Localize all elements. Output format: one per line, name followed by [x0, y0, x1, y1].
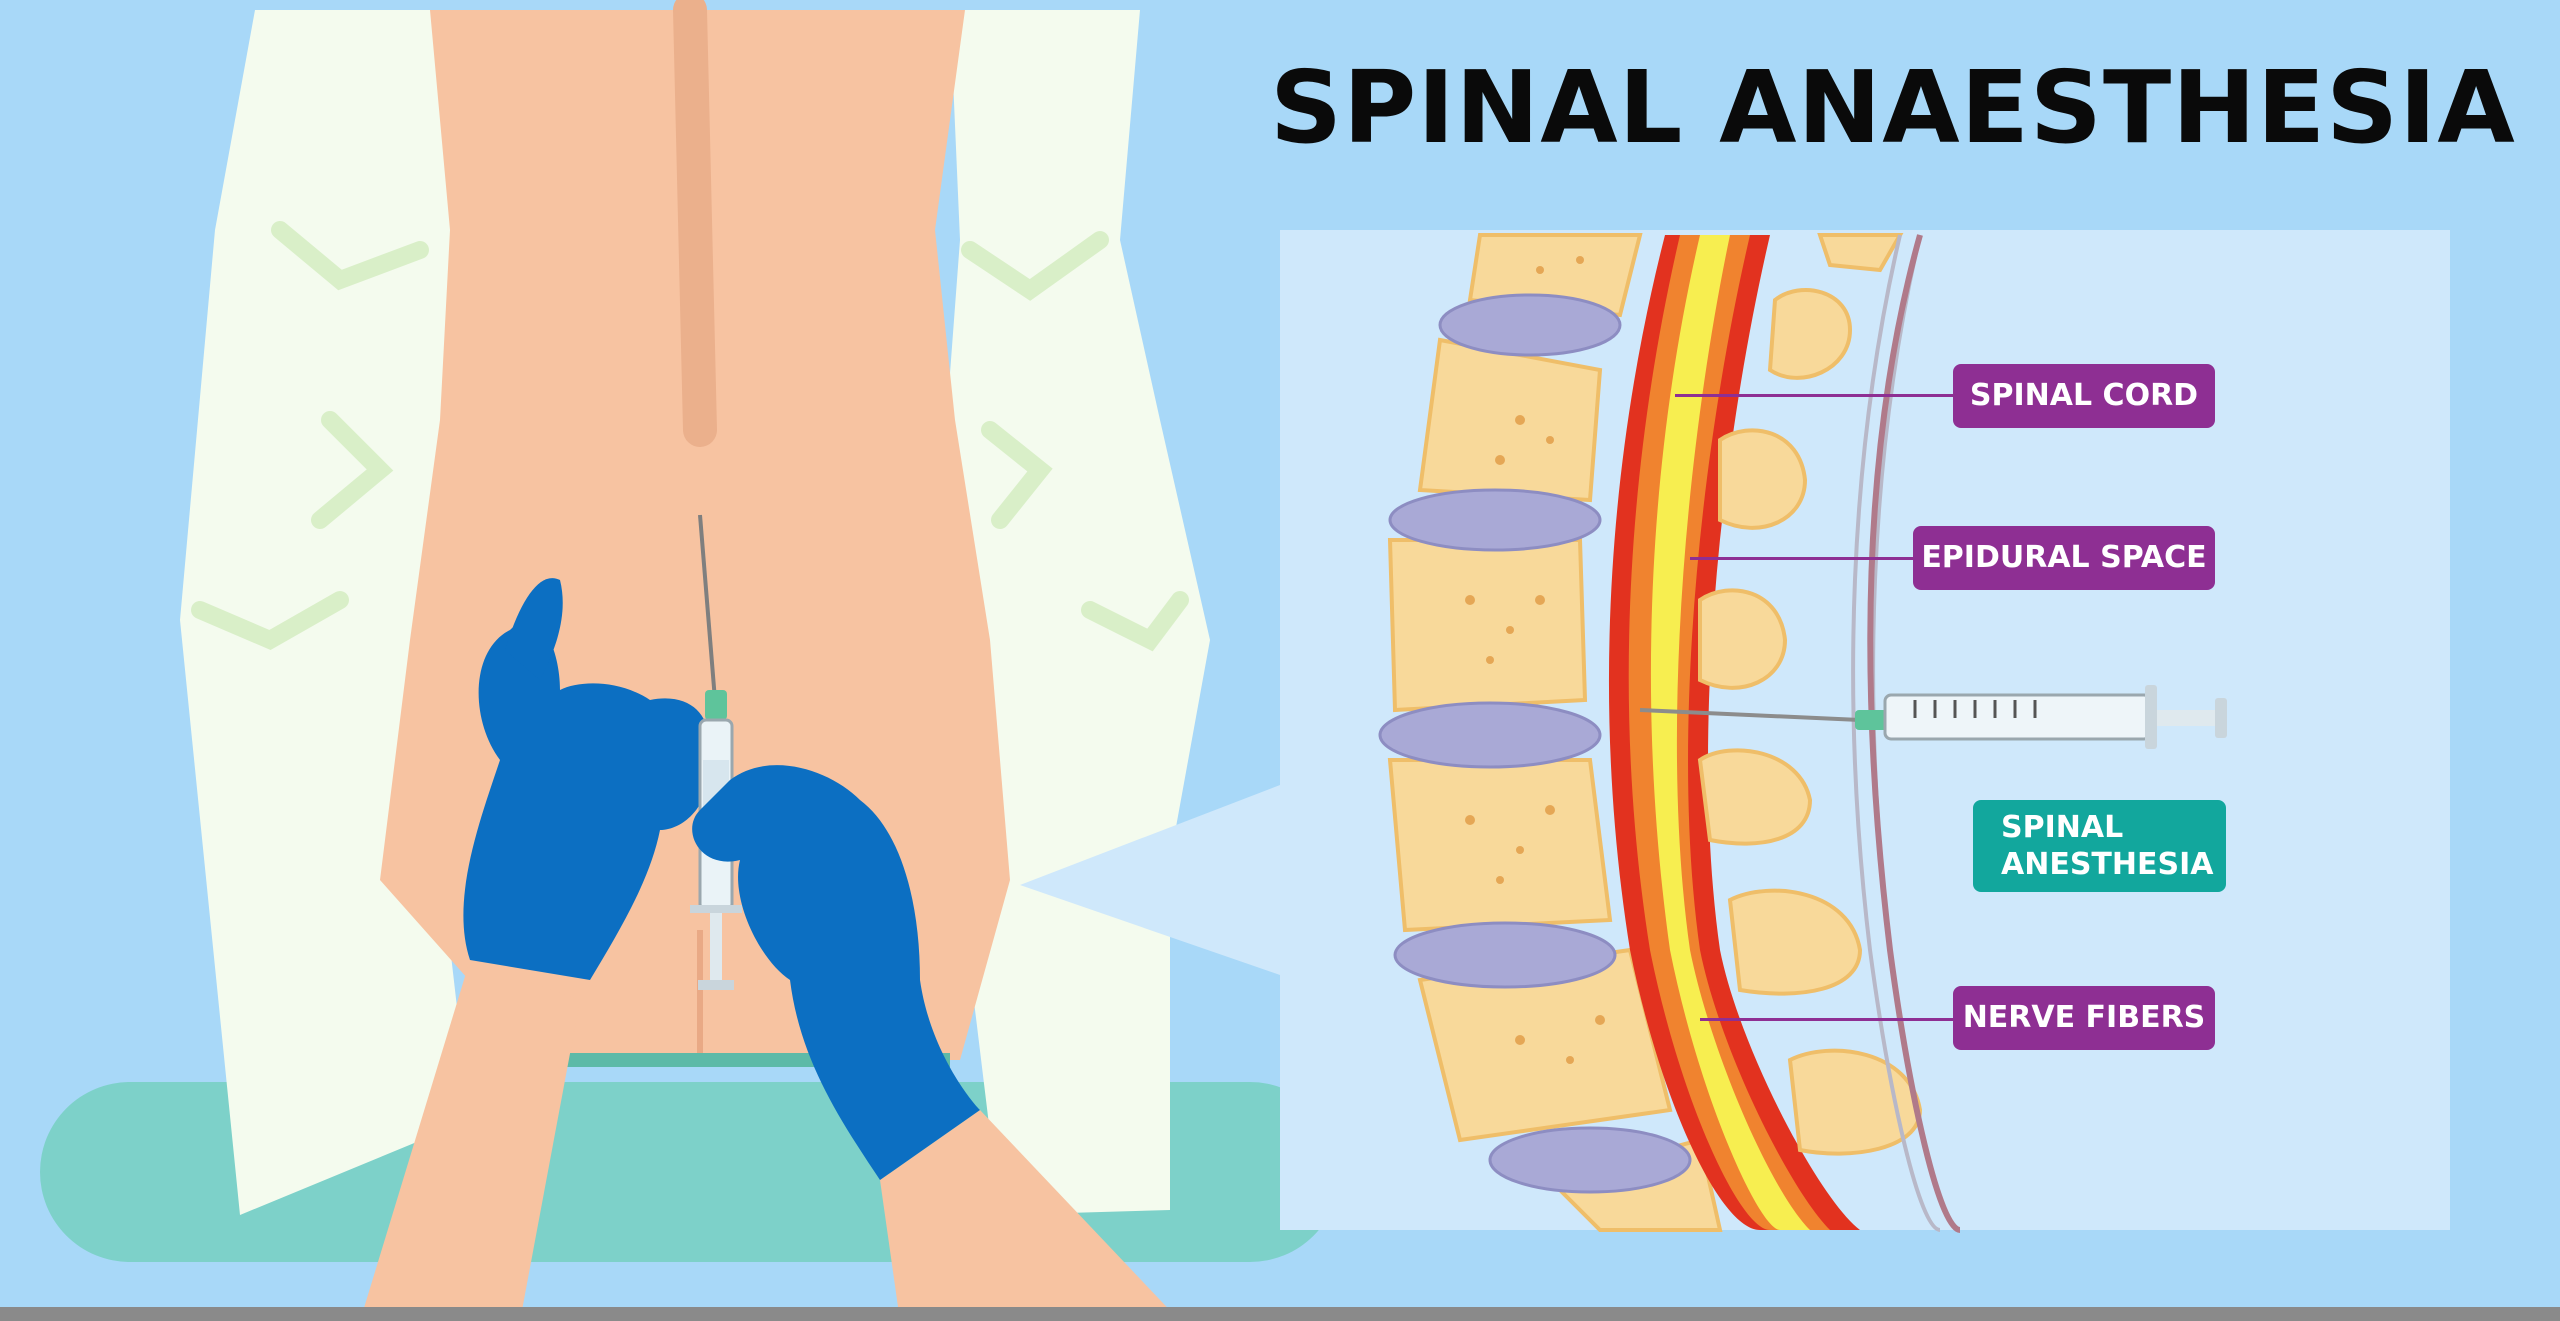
drape-right-folds: [961, 231, 1189, 652]
epidural-space-leader: [1690, 557, 1915, 560]
intervertebral-discs: [1378, 293, 1692, 1194]
nerve-fibers-leader: [1700, 1018, 1955, 1021]
drape-left-folds: [191, 221, 429, 651]
left-forearm: [360, 960, 580, 1321]
patient-syringe: [690, 514, 742, 990]
spinal-anesthesia-label: SPINAL ANESTHESIA: [1973, 800, 2226, 892]
inset-syringe: [1639, 685, 2227, 749]
right-forearm: [880, 1110, 1180, 1321]
spinal-cord: [1650, 235, 1810, 1230]
spine-groove: [673, 0, 717, 447]
posterior-elements: [1697, 233, 1923, 1156]
left-glove: [463, 620, 708, 980]
nerve-fibers-label: NERVE FIBERS: [1953, 986, 2215, 1050]
page-title: SPINAL ANAESTHESIA: [1270, 49, 2516, 166]
right-glove: [692, 765, 980, 1180]
spinal-cord-leader: [1675, 394, 1955, 397]
vertebral-bodies: [1387, 233, 1723, 1232]
epidural-space-label: EPIDURAL SPACE: [1913, 526, 2215, 590]
spinal-cord-label: SPINAL CORD: [1953, 364, 2215, 428]
floor-bar: [0, 1307, 2560, 1321]
skin-edge: [1867, 234, 1961, 1233]
left-glove-thumb: [505, 578, 563, 680]
zoom-callout-wedge: [1020, 785, 1280, 975]
bone-speckles: [1465, 256, 1605, 1064]
